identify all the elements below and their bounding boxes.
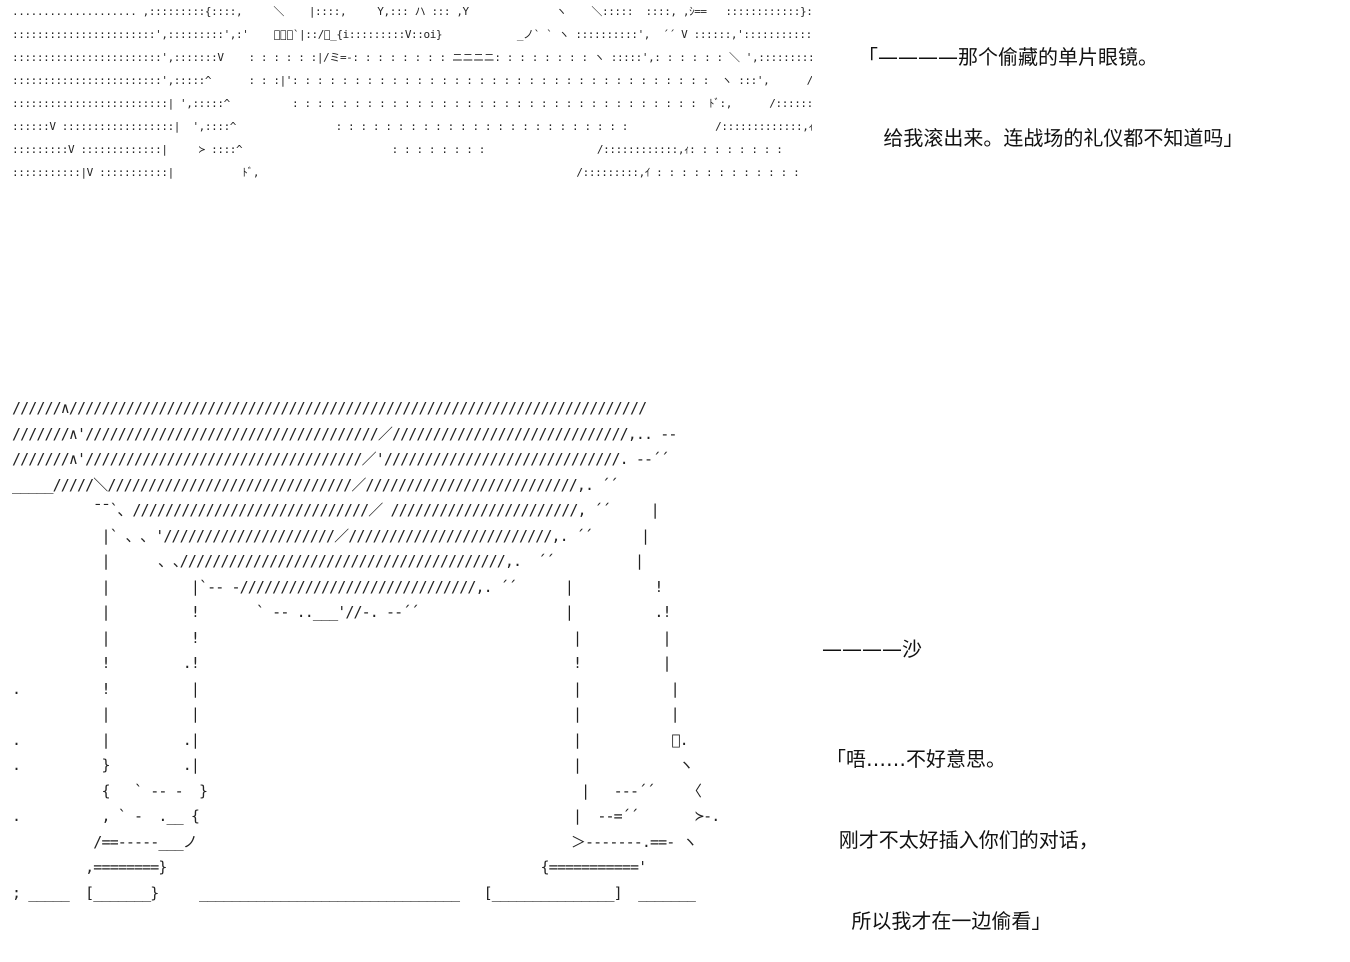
art-line: _____/////＼/////////////////////////////… xyxy=(12,475,618,494)
art-line: . | .| | ﾞ. xyxy=(12,730,689,749)
art-line: ,========} {===========' xyxy=(12,858,647,876)
art-line: :::::::::V :::::::::::::| ≻ ::::^ : : : … xyxy=(12,143,783,156)
art-line: ::::::V ::::::::::::::::::| ',::::^ : : … xyxy=(12,120,812,133)
art-line: ///////∧'///////////////////////////////… xyxy=(12,450,669,468)
art-line: ::::::::::::::::::::::::',:::::^ : : :|'… xyxy=(12,74,812,87)
speech-line: 刚才不太好插入你们的对话， xyxy=(826,828,1099,852)
art-line: . } .| | ヽ xyxy=(12,756,694,774)
bottom-speech-bubble: 「唔……不好意思。 刚才不太好插入你们的对话， 所以我才在一边偷看」 xyxy=(826,692,1099,962)
speech-line: 所以我才在一边偷看」 xyxy=(826,909,1052,933)
art-line: :::::::::::::::::::::::',:::::::::',:' ﾞ… xyxy=(12,28,812,41)
art-line: ///////∧'///////////////////////////////… xyxy=(12,424,677,443)
art-line: ¯¯`､ /////////////////////////////／ ////… xyxy=(12,501,659,519)
art-line: :::::::::::::::::::::::::| ',:::::^ : : … xyxy=(12,97,812,110)
art-line: ! .! ! | xyxy=(12,654,671,672)
top-speech-bubble: 「————那个偷藏的单片眼镜。 给我滚出来。连战场的礼仪都不知道吗」 xyxy=(858,0,1243,179)
art-line: { ` -- - } | ---´´ 〈 xyxy=(12,781,701,800)
art-line: | | | | xyxy=(12,705,679,723)
speaker-name-label: ————沙 xyxy=(822,637,922,661)
art-line: :::::::::::|V :::::::::::| ﾄﾞ, /::::::::… xyxy=(12,166,800,179)
speech-line: 「————那个偷藏的单片眼镜。 xyxy=(858,45,1158,69)
speech-line: 给我滚出来。连战场的礼仪都不知道吗」 xyxy=(858,126,1244,150)
art-line: | ! | | xyxy=(12,628,671,647)
art-line: ::::::::::::::::::::::::',:::::::V : : :… xyxy=(12,51,812,64)
art-line: /==-----___ノ ＞-------.==- ヽ xyxy=(12,832,697,851)
art-line: | ､ ､///////////////////////////////////… xyxy=(12,552,644,570)
upper-figure-ascii-art: .................... ,:::::::::{::::, ＼ … xyxy=(12,0,812,205)
art-line: . , ` - .__ { | --=´´ ≻-. xyxy=(12,807,720,825)
art-line: | ! ` -- ..___'//-. --´´ | .! xyxy=(12,603,671,621)
art-line: ; _____ [_______} ______________________… xyxy=(12,883,696,902)
art-line: |` ､ ､ '/////////////////////／//////////… xyxy=(12,526,650,545)
art-line: | |`-- -/////////////////////////////,. … xyxy=(12,577,663,596)
art-line: .................... ,:::::::::{::::, ＼ … xyxy=(12,5,812,18)
art-line: //////∧/////////////////////////////////… xyxy=(12,399,647,417)
lower-figure-ascii-art: //////∧/////////////////////////////////… xyxy=(12,396,952,936)
speech-line: 「唔……不好意思。 xyxy=(826,747,1006,771)
art-line: . ! | | | xyxy=(12,679,680,698)
